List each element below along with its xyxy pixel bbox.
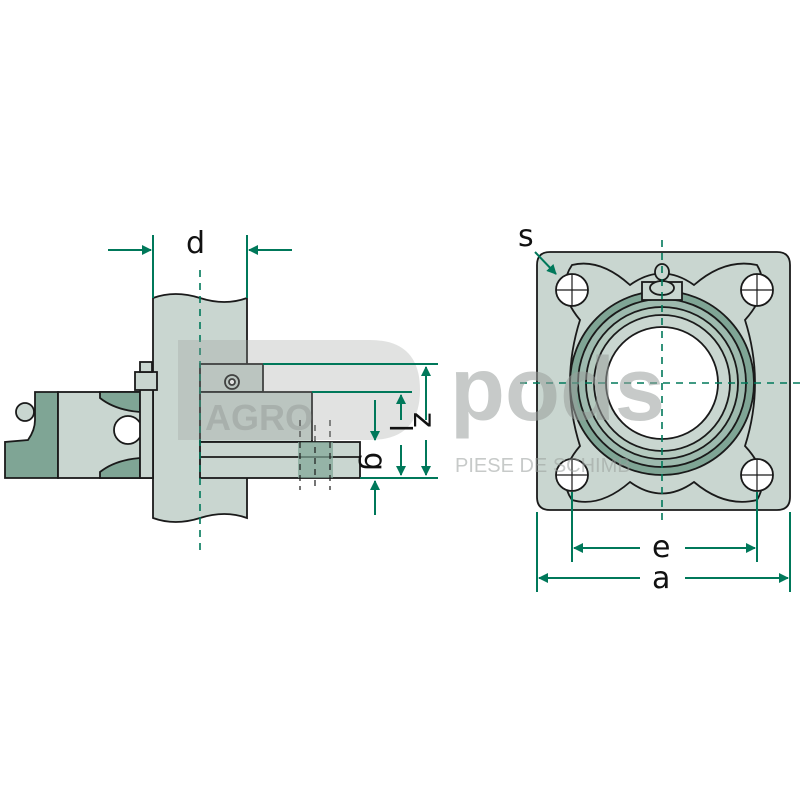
watermark-brand-right: pods [450,340,665,440]
watermark-tagline: PIESE DE SCHIMB [455,455,631,477]
label-z: z [406,412,441,428]
dimension-labels: d s e a g l z [186,219,670,596]
watermark-brand-left: AGRO [205,397,313,438]
label-s: s [518,219,534,254]
center-lines [199,240,800,555]
label-g: g [357,452,392,471]
label-l: l [382,424,417,432]
label-d: d [186,226,205,261]
label-e: e [652,530,670,565]
housing-outer [4,391,59,479]
dimension-lines [108,235,791,592]
label-a: a [652,561,670,596]
